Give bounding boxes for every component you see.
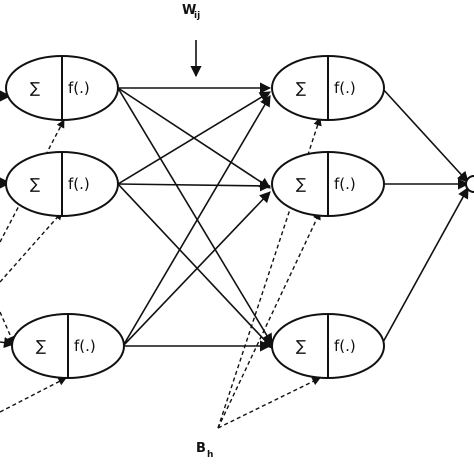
weight-label: W ij xyxy=(182,3,200,21)
sum-icon: ∑ xyxy=(30,175,40,193)
sum-icon: ∑ xyxy=(296,79,306,97)
bias-connections-input xyxy=(0,119,67,413)
edge-2-2 xyxy=(117,180,272,192)
neuron-1-3: ∑ f(.) xyxy=(11,313,125,379)
bias-label-main: B xyxy=(196,441,206,456)
activation-label: f(.) xyxy=(334,175,356,193)
activation-label: f(.) xyxy=(68,79,90,97)
bias-edge-l1 xyxy=(0,119,65,243)
edge-1-3 xyxy=(117,87,273,345)
bias-edge-h3 xyxy=(217,377,321,429)
neuron-2-3: ∑ f(.) xyxy=(271,313,385,379)
activation-label: f(.) xyxy=(334,337,356,355)
neuron-1-1: ∑ f(.) xyxy=(5,55,119,121)
edge-2-1 xyxy=(117,91,271,185)
bias-edge-l2 xyxy=(0,211,63,283)
sum-icon: ∑ xyxy=(296,175,306,193)
neuron-2-2: ∑ f(.) xyxy=(271,151,385,217)
output-node xyxy=(465,175,474,193)
weight-label-main: W xyxy=(182,3,196,18)
bias-edge-l3 xyxy=(0,377,67,413)
neuron-2-1: ∑ f(.) xyxy=(271,55,385,121)
edge-2-3 xyxy=(117,183,273,349)
sum-icon: ∑ xyxy=(296,337,306,355)
bias-label: B h xyxy=(196,441,213,460)
sum-icon: ∑ xyxy=(36,337,46,355)
hidden-connections xyxy=(117,82,273,352)
weight-label-sub: ij xyxy=(194,11,200,21)
bias-edge-h1 xyxy=(217,117,322,429)
bias-label-sub: h xyxy=(207,450,213,460)
activation-label: f(.) xyxy=(68,175,90,193)
neuron-1-2: ∑ f(.) xyxy=(5,151,119,217)
activation-label: f(.) xyxy=(334,79,356,97)
bias-connections-hidden xyxy=(217,117,322,429)
edge-3-2 xyxy=(122,191,271,347)
edge-3-1 xyxy=(122,95,271,347)
output-edge-1 xyxy=(381,87,469,183)
bias-edge-l4 xyxy=(0,311,15,345)
activation-label: f(.) xyxy=(74,337,96,355)
sum-icon: ∑ xyxy=(30,79,40,97)
output-edge-3 xyxy=(381,187,469,345)
bias-edge-h2 xyxy=(217,211,321,429)
output-connections xyxy=(381,87,470,345)
